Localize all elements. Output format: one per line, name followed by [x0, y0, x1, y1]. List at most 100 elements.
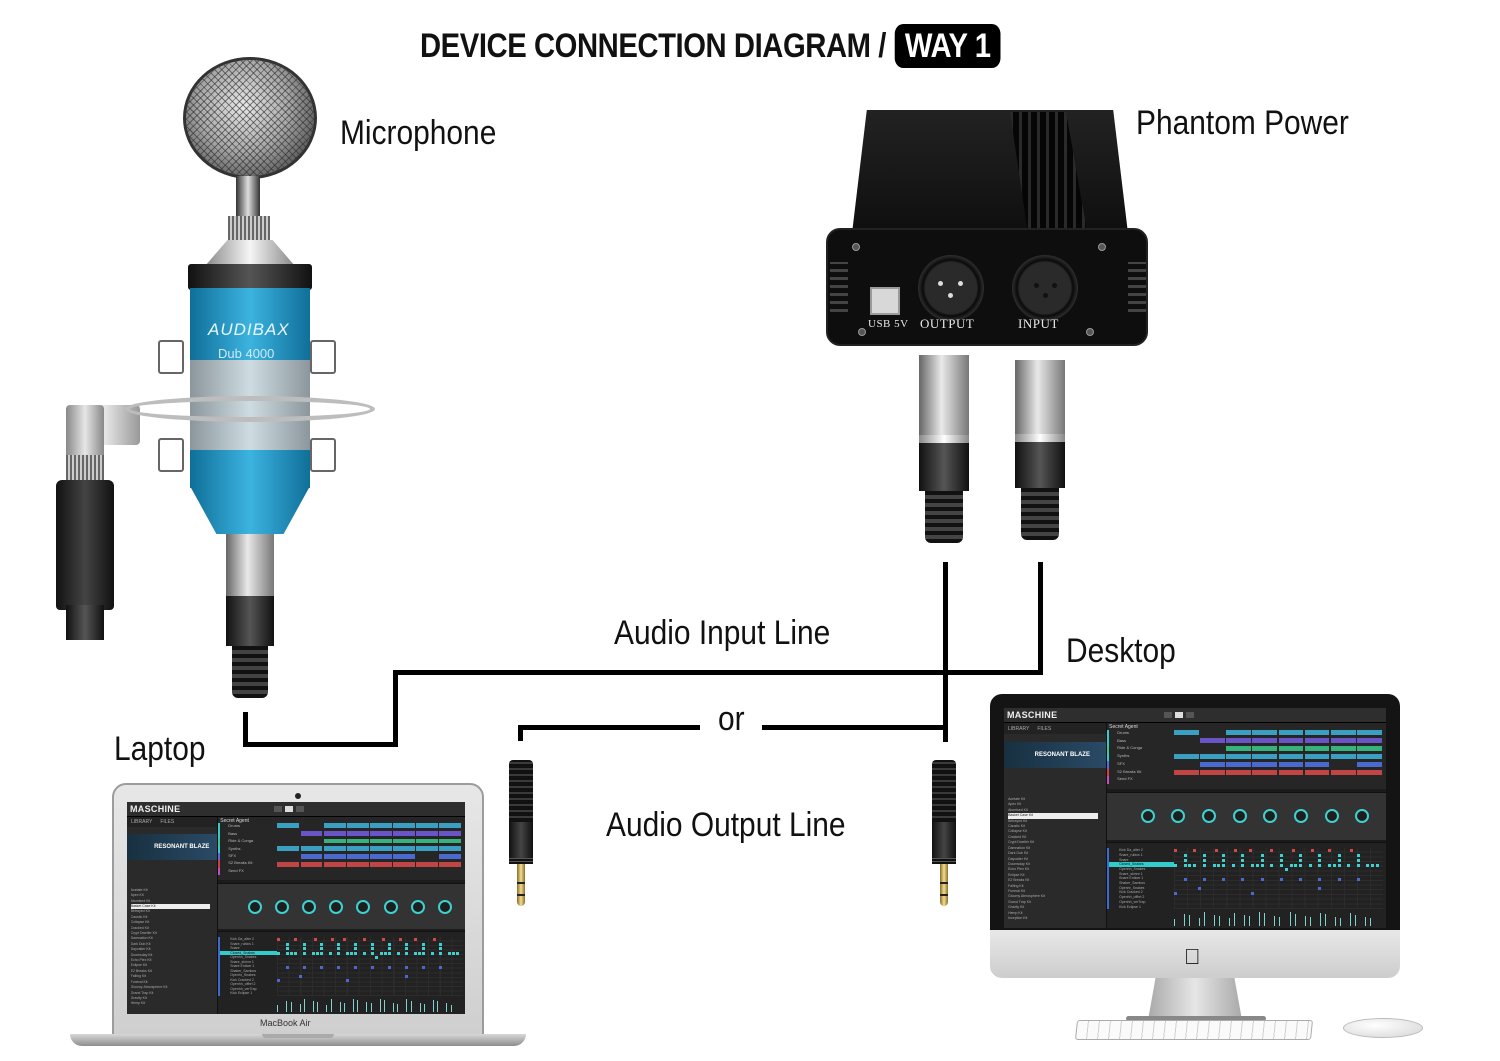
kit-list-item[interactable]: Acetate Kit — [130, 887, 148, 892]
clip[interactable] — [1357, 729, 1382, 735]
clip[interactable] — [277, 846, 300, 852]
sequencer-step[interactable] — [1337, 863, 1341, 867]
sequencer-step[interactable] — [285, 965, 289, 969]
clip[interactable] — [1278, 729, 1304, 735]
sequencer-step[interactable] — [1183, 863, 1187, 867]
sequencer-step[interactable] — [1174, 849, 1178, 853]
kit-list-item[interactable]: Hemp Kit — [130, 1001, 146, 1006]
sequencer-step[interactable] — [1371, 863, 1375, 867]
sequencer-step[interactable] — [456, 951, 460, 955]
sequencer-step[interactable] — [1255, 863, 1259, 867]
sequencer-step[interactable] — [1212, 863, 1216, 867]
sequencer-step[interactable] — [1198, 887, 1202, 891]
sequencer-step[interactable] — [1332, 863, 1336, 867]
sound-slot[interactable]: Snare_skinnr 1 — [1107, 871, 1174, 877]
sequencer-step[interactable] — [277, 951, 281, 955]
sequencer-step[interactable] — [1241, 858, 1245, 862]
sequencer-step[interactable] — [362, 938, 366, 942]
kit-list-item[interactable]: Atomised Kit — [1008, 807, 1028, 812]
clip[interactable] — [1226, 754, 1251, 760]
knob-feedback[interactable] — [302, 899, 317, 914]
kit-list-item[interactable]: Grand Trap Kit — [130, 990, 154, 995]
knob-color[interactable] — [356, 899, 371, 914]
kit-list-item[interactable]: Caustic Kit — [130, 914, 148, 919]
sequencer-step[interactable] — [298, 974, 302, 978]
clip[interactable] — [1226, 738, 1251, 743]
sequencer-step[interactable] — [1241, 877, 1245, 881]
kit-list-item[interactable]: Gravity Kit — [130, 995, 147, 1000]
kit-list-item[interactable]: Basket Case Kit — [130, 904, 211, 910]
clip[interactable] — [1304, 762, 1330, 768]
sequencer-step[interactable] — [422, 951, 426, 955]
kit-list-item[interactable]: Falling Kit — [130, 974, 146, 979]
kit-list-item[interactable]: Funeral Kit — [1008, 888, 1026, 893]
knob-offset[interactable] — [275, 899, 289, 914]
sequencer-step[interactable] — [1299, 877, 1303, 881]
sound-slot[interactable]: Kick Da_alter 2 — [1107, 848, 1174, 853]
knob-offset[interactable] — [1171, 809, 1186, 824]
sequencer-step[interactable] — [311, 951, 315, 955]
tab-library[interactable]: LIBRARY — [1008, 725, 1030, 732]
sequencer-step[interactable] — [1327, 849, 1331, 853]
sequencer-step[interactable] — [417, 951, 421, 955]
clip[interactable] — [323, 861, 346, 867]
knob-stereo[interactable] — [1324, 809, 1339, 824]
sequencer-step[interactable] — [422, 947, 426, 951]
sequencer-step[interactable] — [354, 942, 358, 946]
sound-slot[interactable]: Kick Eclipse 1 — [218, 991, 277, 996]
sequencer-step[interactable] — [1337, 854, 1341, 858]
clip[interactable] — [370, 854, 392, 859]
knob-color[interactable] — [1263, 809, 1278, 824]
sequencer-step[interactable] — [1222, 877, 1226, 881]
track-item[interactable]: Send FX — [218, 867, 277, 876]
sequencer-step[interactable] — [1251, 891, 1255, 895]
clip[interactable] — [1304, 729, 1330, 735]
sequencer-step[interactable] — [303, 942, 306, 946]
sequencer-step[interactable] — [337, 947, 341, 951]
sound-slot[interactable]: Openhh_verTrap — [218, 986, 277, 992]
sequencer-step[interactable] — [371, 942, 375, 946]
clip[interactable] — [1278, 746, 1304, 752]
kit-list-item[interactable]: Apex Kit — [1008, 802, 1022, 807]
knob-split[interactable] — [383, 899, 398, 914]
sequencer-step[interactable] — [1202, 854, 1206, 858]
sequencer-step[interactable] — [1356, 863, 1360, 867]
sequencer-step[interactable] — [290, 951, 294, 955]
clip[interactable] — [416, 830, 439, 836]
sequencer-step[interactable] — [277, 938, 281, 942]
sequencer-step[interactable] — [303, 947, 306, 951]
clip[interactable] — [370, 846, 392, 852]
clip[interactable] — [393, 838, 415, 844]
clip[interactable] — [1278, 762, 1304, 768]
sequencer-step[interactable] — [320, 942, 324, 946]
clip[interactable] — [323, 838, 346, 844]
sequencer-step[interactable] — [337, 965, 341, 969]
clip[interactable] — [370, 823, 392, 828]
clip[interactable] — [1357, 754, 1382, 760]
sequencer-step[interactable] — [1183, 877, 1187, 881]
xlr-output-port[interactable] — [918, 255, 984, 321]
sound-slot[interactable]: Kick Cracked 2 — [218, 977, 277, 983]
sequencer-step[interactable] — [388, 942, 392, 946]
clip[interactable] — [1357, 738, 1382, 743]
clip[interactable] — [1226, 762, 1251, 768]
sequencer-step[interactable] — [1318, 858, 1322, 862]
sequencer-step[interactable] — [1279, 877, 1283, 881]
sound-slot[interactable]: Snare_rubics 1 — [1107, 852, 1174, 858]
track-item[interactable]: S2 Breaks Kit — [1107, 768, 1174, 777]
clip[interactable] — [1226, 746, 1251, 752]
sequencer-step[interactable] — [294, 951, 298, 955]
sequencer-step[interactable] — [1188, 863, 1192, 867]
sound-slot[interactable]: Snare — [218, 946, 277, 951]
sequencer-step[interactable] — [430, 951, 434, 955]
sequencer-step[interactable] — [1356, 877, 1360, 881]
clip[interactable] — [370, 861, 392, 867]
clip[interactable] — [1304, 738, 1330, 743]
sequencer-step[interactable] — [405, 942, 409, 946]
sequencer-step[interactable] — [285, 951, 289, 955]
sequencer-step[interactable] — [1279, 863, 1283, 867]
sound-slot[interactable]: Shaker_Sambos — [218, 968, 277, 974]
sequencer-step[interactable] — [337, 942, 341, 946]
preset-banner[interactable]: RESONANT BLAZE — [127, 833, 218, 860]
kit-list-item[interactable]: Hemp Kit — [1008, 910, 1023, 915]
